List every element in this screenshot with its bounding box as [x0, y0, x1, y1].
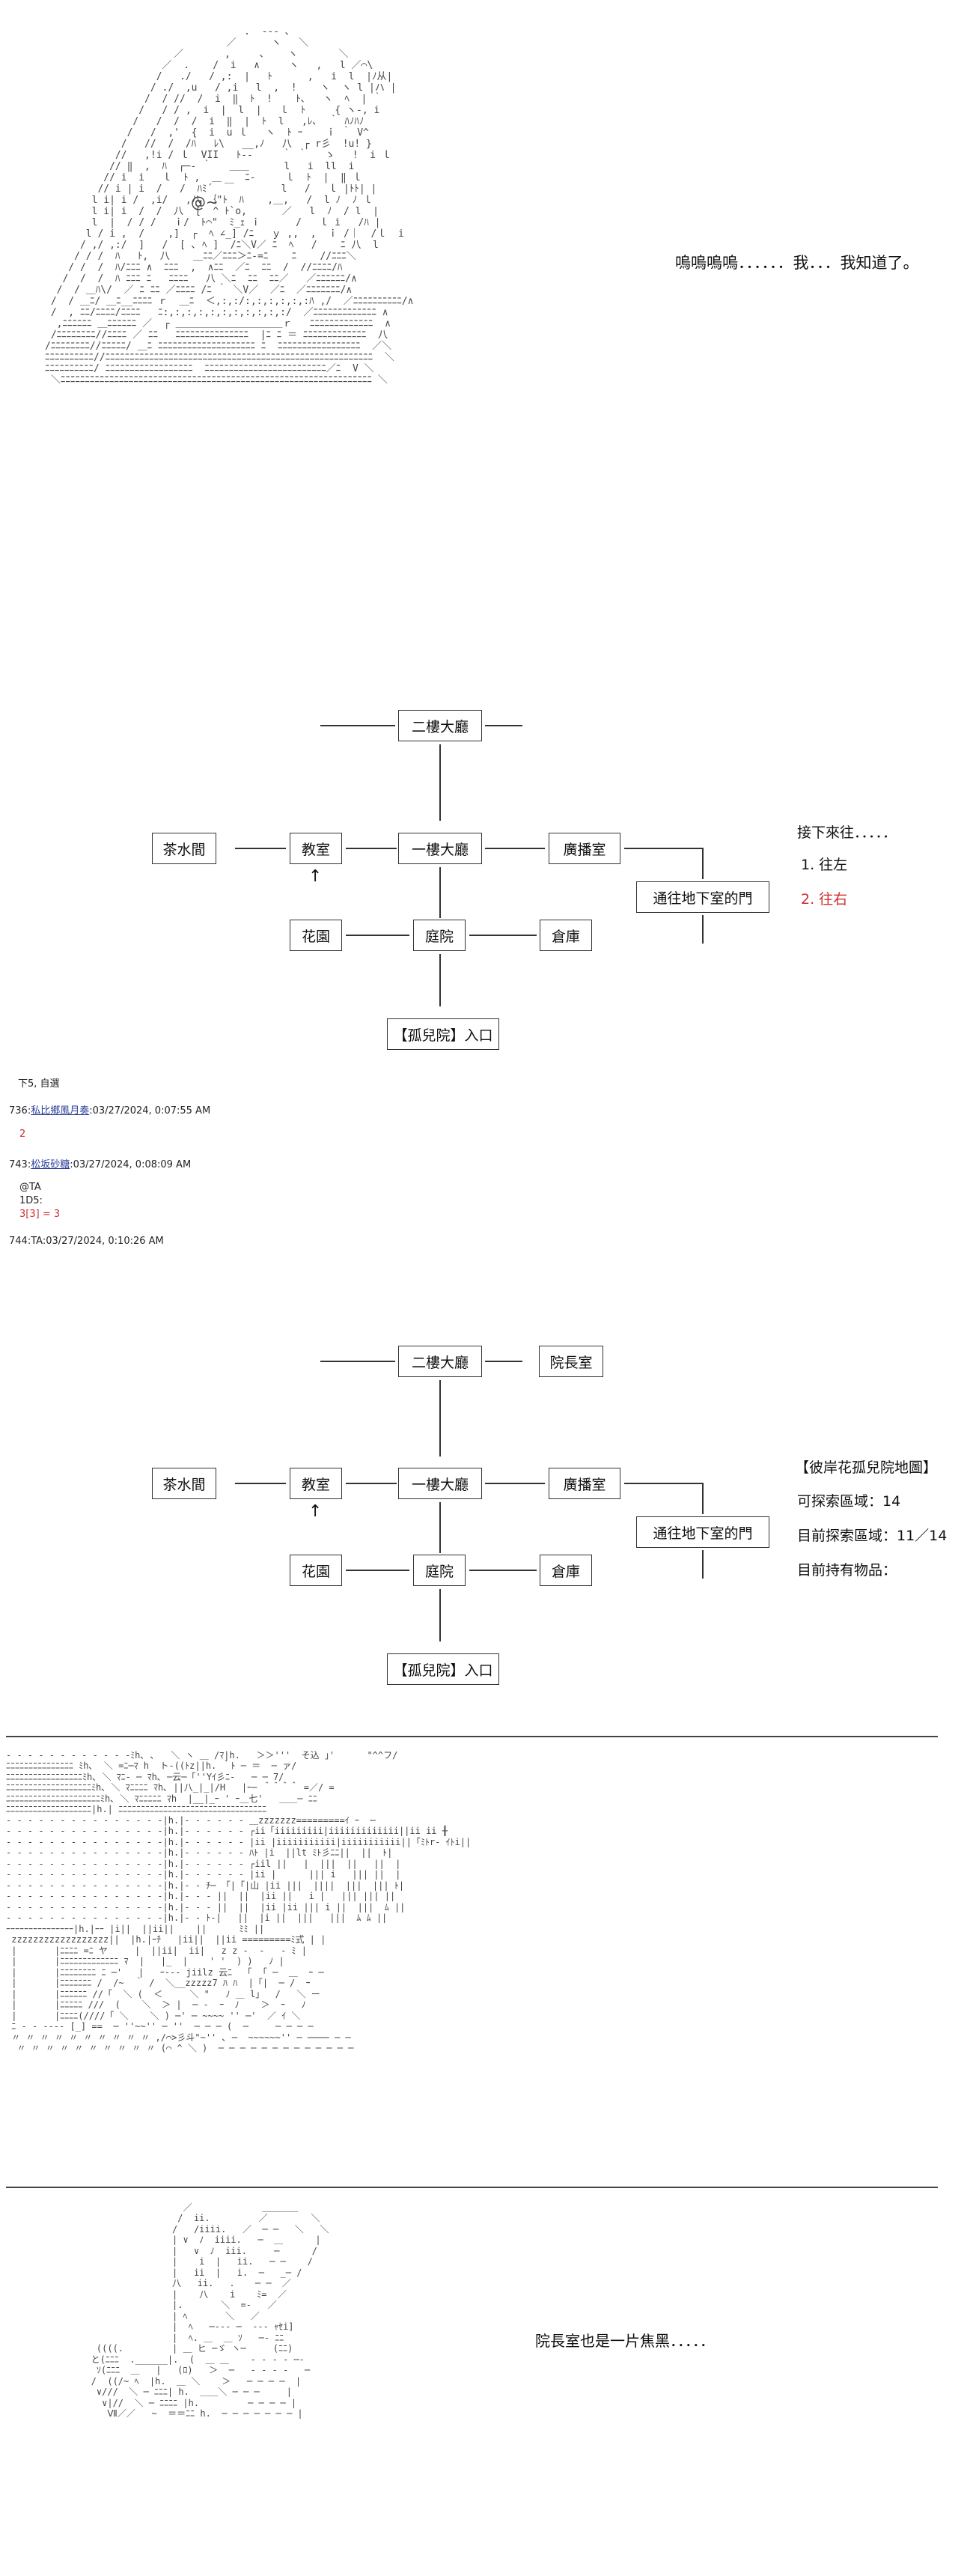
line — [485, 725, 522, 726]
line — [439, 954, 441, 1006]
line — [702, 1483, 704, 1514]
line — [439, 1589, 441, 1641]
choice-option-right[interactable]: 2. 往右 — [801, 891, 848, 908]
line — [439, 867, 441, 918]
node-courtyard: 庭院 — [413, 1555, 466, 1586]
node-storage: 倉庫 — [540, 920, 592, 951]
line — [485, 1361, 522, 1362]
line — [346, 848, 397, 849]
post-number: 744 — [9, 1236, 28, 1247]
node-director: 院長室 — [539, 1346, 603, 1377]
node-classroom: 教室 — [290, 833, 342, 864]
node-entrance: 【孤兒院】入口 — [387, 1018, 499, 1050]
node-garden: 花園 — [290, 1555, 342, 1586]
line — [624, 848, 703, 849]
line — [469, 1570, 537, 1571]
line — [439, 1380, 441, 1456]
choice-title: 接下來往．．．．． — [797, 824, 897, 841]
line — [346, 1570, 409, 1571]
node-basement: 通往地下室的門 — [636, 881, 769, 913]
post-date: :03/27/2024, 0:08:09 AM — [70, 1159, 192, 1170]
line — [235, 1483, 286, 1484]
line — [439, 1502, 441, 1553]
line — [702, 848, 704, 879]
node-classroom: 教室 — [290, 1468, 342, 1499]
node-hall1: 一樓大廳 — [398, 833, 482, 864]
ascii-art-weeping-girl: . --‐ ､ ／ ヽ ＼ ／ , ､ ヽ ＼ ／ . / i ∧ ヽ , l … — [45, 26, 414, 386]
post-number: 743 — [9, 1159, 28, 1170]
node-garden: 花園 — [290, 920, 342, 951]
post-743: 743:松坂砂糖:03/27/2024, 0:08:09 AM — [9, 1159, 192, 1170]
ascii-art-figure-in-dark: ／ ＿＿＿＿ / ii. ／ ＼ / /iiii. ／ ─ ─ ＼ ＼ | ∨ … — [91, 2202, 329, 2419]
post-number: 736 — [9, 1105, 28, 1117]
post-date: :03/27/2024, 0:07:55 AM — [89, 1105, 211, 1117]
node-broadcast: 廣播室 — [549, 833, 620, 864]
post-date: :03/27/2024, 0:10:26 AM — [42, 1236, 164, 1247]
node-hall1: 一樓大廳 — [398, 1468, 482, 1499]
poster-name-link[interactable]: 私比鄉風月奏 — [31, 1105, 90, 1117]
line — [469, 935, 537, 936]
node-storage: 倉庫 — [540, 1555, 592, 1586]
post-body: 1D5: — [19, 1195, 43, 1206]
line — [439, 744, 441, 821]
map-info-title: 【彼岸花孤兒院地圖】 — [795, 1459, 938, 1476]
node-basement: 通往地下室的門 — [636, 1516, 769, 1548]
line — [624, 1483, 703, 1484]
node-hall2: 二樓大廳 — [398, 1346, 482, 1377]
line — [485, 848, 545, 849]
up-arrow: ↑ — [308, 867, 323, 886]
thread-header: 下5, 自選 — [18, 1078, 60, 1090]
post-body: @TA — [19, 1182, 41, 1193]
map-info-explorable: 可探索區域：14 — [797, 1493, 901, 1510]
line — [235, 848, 286, 849]
line — [320, 725, 395, 726]
ascii-art-burnt-room: - - - - - - - - - - - -ﾐh､ ､ ＼ ヽ ＿ /ﾏ|h.… — [6, 1749, 472, 2054]
choice-option-left[interactable]: 1. 往左 — [801, 857, 848, 873]
line — [702, 915, 704, 944]
up-arrow: ↑ — [308, 1502, 323, 1521]
node-tea: 茶水間 — [152, 833, 216, 864]
map-info-items: 目前持有物品： — [797, 1562, 897, 1579]
poster-name-link[interactable]: 松坂砂糖 — [31, 1159, 70, 1170]
line — [346, 935, 409, 936]
line — [346, 1483, 397, 1484]
post-body: 2 — [19, 1128, 26, 1140]
post-736: 736:私比鄉風月奏:03/27/2024, 0:07:55 AM — [9, 1105, 211, 1117]
ascii-sigil: @~ — [191, 193, 219, 211]
line — [320, 1361, 395, 1362]
speech-line-3: 院長室也是一片焦黑．．．．． — [535, 2332, 715, 2350]
node-tea: 茶水間 — [152, 1468, 216, 1499]
divider — [6, 2187, 938, 2188]
speech-line-1: 嗚嗚嗚嗚．．．．．．我．．．我知道了。 — [675, 254, 919, 272]
map-info-explored: 目前探索區域：11／14 — [797, 1528, 948, 1544]
line — [485, 1483, 545, 1484]
node-courtyard: 庭院 — [413, 920, 466, 951]
node-hall2: 二樓大廳 — [398, 710, 482, 741]
poster-name: TA — [31, 1236, 43, 1247]
post-744: 744:TA:03/27/2024, 0:10:26 AM — [9, 1236, 164, 1247]
node-broadcast: 廣播室 — [549, 1468, 620, 1499]
node-entrance: 【孤兒院】入口 — [387, 1653, 499, 1685]
divider — [6, 1736, 938, 1737]
dice-result: 3[3] = 3 — [19, 1209, 61, 1220]
line — [702, 1550, 704, 1579]
